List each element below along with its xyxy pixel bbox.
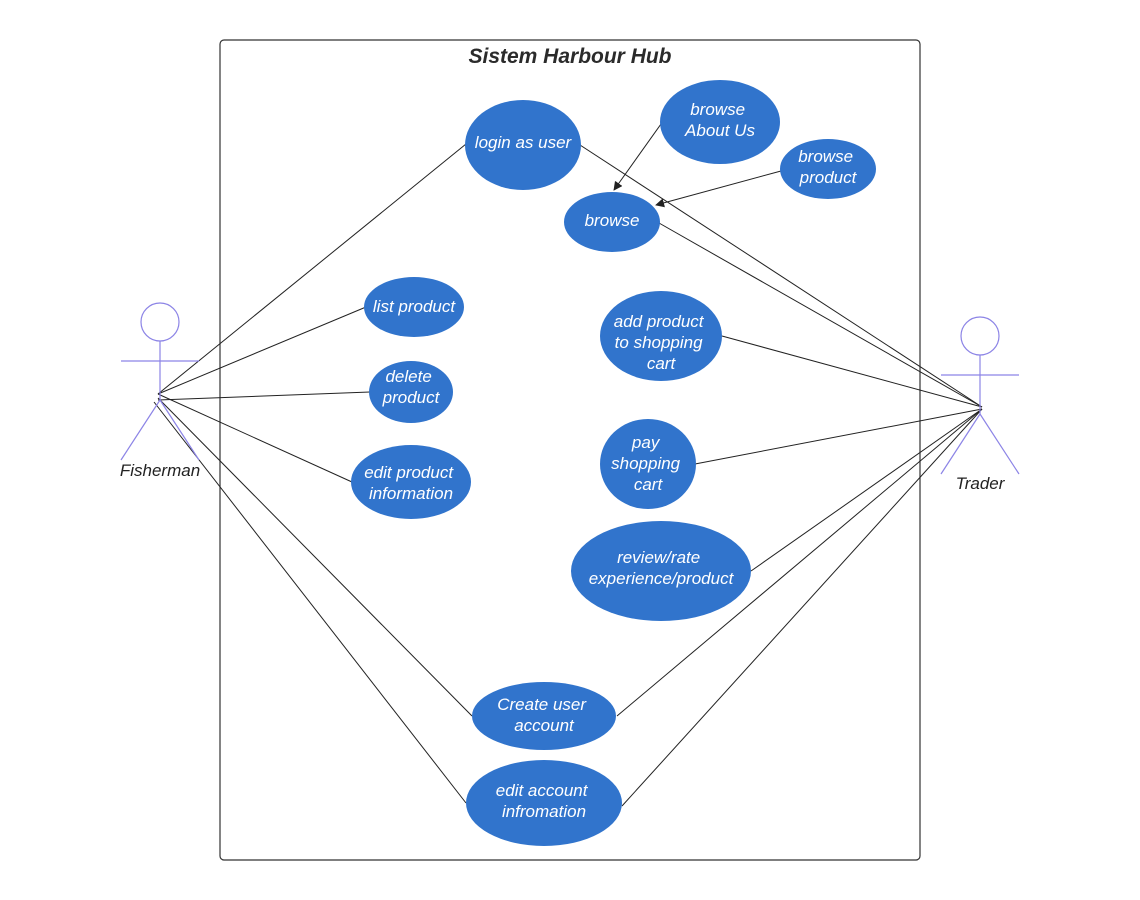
line-fisherman-create-account — [157, 397, 473, 717]
line-fisherman-delete-product — [157, 391, 371, 401]
use-case-label: information — [369, 484, 453, 503]
line-trader-create-account — [616, 408, 983, 717]
line-fisherman-edit-account — [153, 401, 467, 804]
svg-text:browse About Us: browse About Us — [684, 100, 755, 140]
line-fisherman-edit-product — [157, 393, 353, 483]
line-trader-add-cart — [721, 335, 983, 408]
svg-text:Create user account: Create user account — [497, 695, 591, 735]
svg-text:login as user: login as user — [475, 133, 573, 152]
use-case-label: login as user — [475, 133, 573, 152]
actor-left-leg-icon — [120, 399, 161, 461]
system-boundary — [219, 39, 921, 861]
actor-left-leg-icon — [940, 413, 981, 475]
svg-text:review/rate experience/p: review/rate experience/product — [589, 548, 735, 588]
line-trader-pay-cart — [694, 408, 983, 465]
actor-fisherman-label: Fisherman — [120, 461, 200, 480]
svg-text:edit account infromation: edit account infromation — [496, 781, 592, 821]
use-case-label: browse — [798, 147, 853, 166]
svg-text:edit product information: edit product information — [364, 463, 458, 503]
use-case-edit-account-information[interactable]: edit account infromation — [466, 760, 622, 846]
use-case-label: to shopping — [615, 333, 703, 352]
line-trader-login — [579, 144, 983, 408]
arrow-product-to-browse — [655, 170, 782, 208]
use-case-label: cart — [634, 475, 664, 494]
svg-text:delete product: delete product — [382, 367, 441, 407]
use-case-list-product[interactable]: list product — [364, 277, 464, 337]
use-case-label: pay — [631, 433, 661, 452]
use-case-login-as-user[interactable]: login as user — [465, 100, 581, 190]
line-fisherman-login — [157, 143, 467, 395]
use-case-browse[interactable]: browse — [564, 192, 660, 252]
use-case-label: Create user — [497, 695, 587, 714]
use-case-label: review/rate — [617, 548, 700, 567]
use-case-label: cart — [647, 354, 677, 373]
use-case-add-product-to-cart[interactable]: add product to shopping cart — [600, 291, 722, 381]
use-case-edit-product-information[interactable]: edit product information — [351, 445, 471, 519]
use-case-label: account — [514, 716, 575, 735]
line-trader-browse — [658, 222, 983, 408]
use-case-pay-shopping-cart[interactable]: pay shopping cart — [600, 419, 696, 509]
arrow-about-to-browse — [613, 123, 662, 191]
use-case-label: edit account — [496, 781, 589, 800]
actor-head-icon — [960, 316, 1000, 356]
svg-text:pay shopping cart: pay shopping cart — [611, 433, 685, 494]
use-case-label: experience/product — [589, 569, 735, 588]
svg-text:add product to shopping: add product to shopping cart — [614, 312, 709, 373]
svg-text:browse product: browse product — [798, 147, 858, 187]
use-case-delete-product[interactable]: delete product — [369, 361, 453, 423]
actor-right-leg-icon — [979, 413, 1020, 475]
use-case-label: delete — [385, 367, 431, 386]
use-case-label: About Us — [684, 121, 755, 140]
use-case-label: product — [799, 168, 858, 187]
use-case-label: list product — [373, 297, 456, 316]
svg-text:browse: browse — [585, 211, 640, 230]
use-case-label: add product — [614, 312, 705, 331]
use-case-label: browse — [690, 100, 745, 119]
fisherman-associations — [153, 143, 473, 804]
actor-head-icon — [140, 302, 180, 342]
line-trader-review — [750, 408, 983, 572]
line-trader-edit-account — [621, 408, 983, 807]
use-case-browse-product[interactable]: browse product — [780, 139, 876, 199]
use-case-label: edit product — [364, 463, 454, 482]
svg-text:list product: list product — [373, 297, 456, 316]
actor-right-leg-icon — [159, 399, 200, 461]
use-case-label: infromation — [502, 802, 586, 821]
line-fisherman-list-product — [157, 306, 367, 395]
use-case-browse-about-us[interactable]: browse About Us — [660, 80, 780, 164]
actor-fisherman[interactable] — [120, 302, 200, 461]
actor-trader-label: Trader — [956, 474, 1006, 493]
use-case-label: browse — [585, 211, 640, 230]
use-case-create-user-account[interactable]: Create user account — [472, 682, 616, 750]
use-case-label: shopping — [611, 454, 681, 473]
system-title: Sistem Harbour Hub — [468, 45, 671, 68]
use-case-label: product — [382, 388, 441, 407]
trader-associations — [579, 144, 983, 807]
actor-trader[interactable] — [940, 316, 1020, 475]
use-case-review-rate[interactable]: review/rate experience/product — [571, 521, 751, 621]
